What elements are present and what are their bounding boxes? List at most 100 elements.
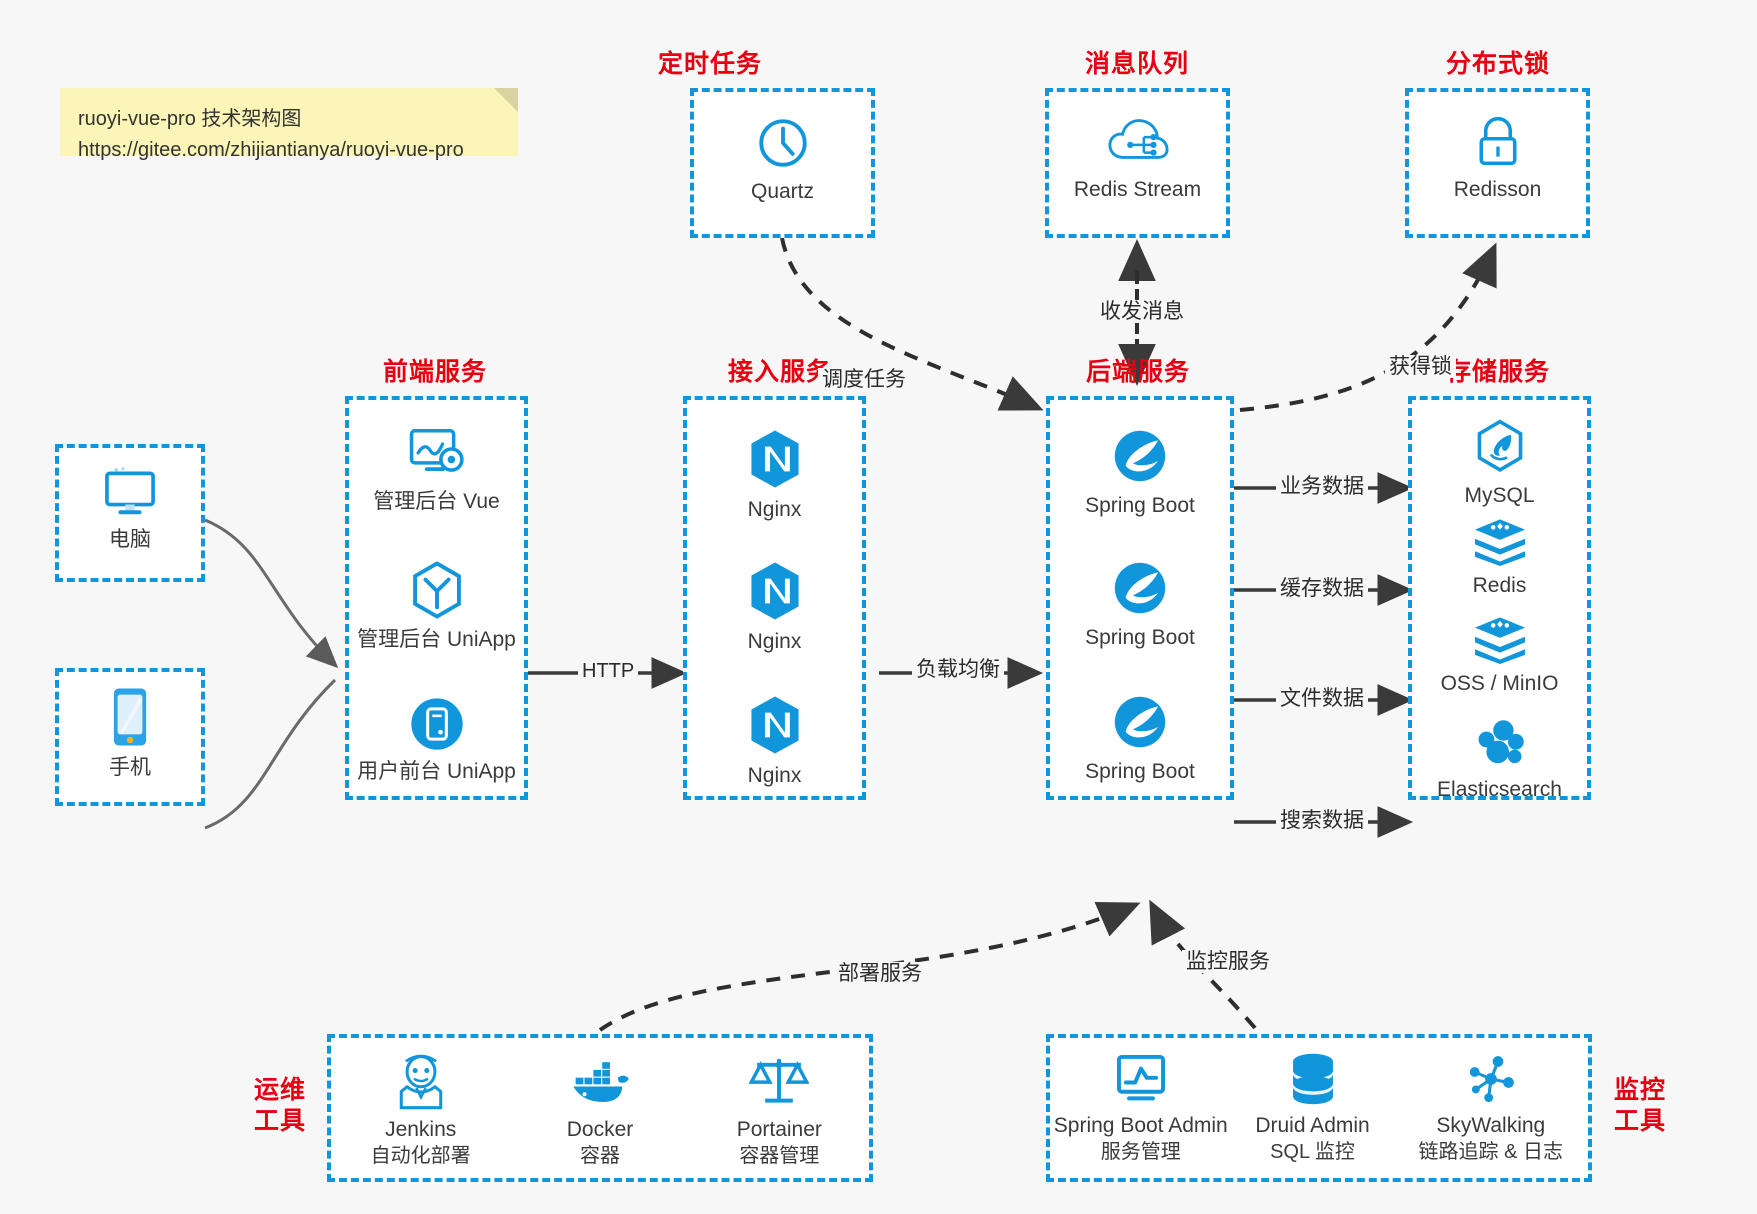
edge-label-acquire-lock: 获得锁 [1385, 355, 1456, 379]
node-name: SkyWalking [1436, 1114, 1546, 1137]
node-desc: 自动化部署 [370, 1145, 471, 1168]
group-title-scheduler: 定时任务 [657, 50, 762, 78]
docker-icon [573, 1062, 629, 1103]
spring-boot-icon [1114, 430, 1166, 482]
edge-label-monitor-service: 监控服务 [1182, 950, 1274, 974]
smartphone-icon [113, 688, 147, 746]
node-label: Nginx [747, 498, 802, 521]
node-name: Docker [566, 1118, 634, 1141]
note-line-title: ruoyi-vue-pro 技术架构图 [78, 108, 302, 130]
node-redis[interactable]: Redis [1412, 516, 1587, 599]
clock-icon [758, 119, 807, 167]
edge-label-send-receive-message: 收发消息 [1096, 300, 1188, 324]
dashboard-gear-icon [409, 428, 464, 472]
group-title-frontend: 前端服务 [382, 358, 487, 386]
node-quartz[interactable]: Quartz [694, 114, 871, 205]
node-name: Jenkins [385, 1118, 457, 1141]
node-druid-admin[interactable]: Druid Admin SQL 监控 [1232, 1052, 1394, 1165]
spring-boot-icon [1114, 562, 1166, 614]
edge-label-cache-data: 缓存数据 [1276, 577, 1368, 601]
node-spring-boot-3[interactable]: Spring Boot [1050, 692, 1230, 785]
node-label: Redis Stream [1073, 178, 1202, 201]
edge-label-business-data: 业务数据 [1276, 475, 1368, 499]
node-phone[interactable]: 手机 [59, 686, 201, 781]
node-desc: 容器管理 [739, 1145, 820, 1168]
node-admin-uniapp[interactable]: 管理后台 UniApp [349, 560, 524, 653]
skywalking-icon [1469, 1056, 1514, 1103]
monitor-title-line1: 监控 [1613, 1076, 1666, 1104]
group-box-backend: Spring Boot Spring Boot Spring Boot [1046, 396, 1234, 800]
node-label: 管理后台 Vue [373, 490, 500, 513]
edge-label-load-balance: 负载均衡 [912, 658, 1004, 682]
edge-label-http: HTTP [578, 660, 639, 682]
group-box-frontend: 管理后台 Vue 管理后台 UniApp 用户前台 UniApp [345, 396, 528, 800]
node-jenkins[interactable]: Jenkins 自动化部署 [331, 1052, 510, 1169]
node-label: Nginx [747, 630, 802, 653]
group-title-mq: 消息队列 [1084, 50, 1189, 78]
node-elasticsearch[interactable]: Elasticsearch [1412, 718, 1587, 803]
node-admin-vue[interactable]: 管理后台 Vue [349, 426, 524, 515]
monitor-title-line2: 工具 [1613, 1107, 1666, 1136]
node-desc: 链路追踪 & 日志 [1418, 1141, 1563, 1164]
cloud-network-icon [1107, 119, 1169, 159]
mysql-icon [1477, 419, 1522, 473]
node-label: Redisson [1453, 178, 1542, 201]
node-label: Quartz [750, 180, 815, 203]
node-portainer[interactable]: Portainer 容器管理 [690, 1052, 869, 1169]
devops-title-line2: 工具 [253, 1107, 306, 1136]
monitor-chart-icon [1116, 1054, 1165, 1101]
note-line-url: https://gitee.com/zhijiantianya/ruoyi-vu… [78, 139, 464, 161]
node-mysql[interactable]: MySQL [1412, 418, 1587, 509]
scales-icon [749, 1059, 810, 1103]
node-label: OSS / MinIO [1440, 672, 1559, 695]
group-box-scheduler: Quartz [690, 88, 875, 238]
info-note: ruoyi-vue-pro 技术架构图 https://gitee.com/zh… [60, 88, 518, 161]
node-skywalking[interactable]: SkyWalking 链路追踪 & 日志 [1394, 1052, 1588, 1165]
edge-label-search-data: 搜索数据 [1276, 809, 1368, 833]
node-desc: 容器 [579, 1145, 620, 1168]
node-desc: SQL 监控 [1270, 1141, 1355, 1164]
node-label: Elasticsearch [1437, 778, 1562, 801]
database-icon [1292, 1053, 1333, 1105]
group-box-monitor: Spring Boot Admin 服务管理 Druid Admin SQL 监… [1046, 1034, 1592, 1182]
group-box-client-phone: 手机 [55, 668, 205, 806]
node-name: Portainer [736, 1118, 822, 1141]
node-label: Spring Boot [1085, 626, 1195, 649]
nginx-icon [750, 562, 799, 620]
node-nginx-1[interactable]: Nginx [687, 428, 862, 523]
node-nginx-3[interactable]: Nginx [687, 694, 862, 789]
group-box-gateway: Nginx Nginx Nginx [683, 396, 866, 800]
node-redis-stream[interactable]: Redis Stream [1049, 112, 1226, 203]
node-label: Nginx [747, 764, 802, 787]
node-docker[interactable]: Docker 容器 [510, 1052, 689, 1169]
node-nginx-2[interactable]: Nginx [687, 560, 862, 655]
group-box-lock: Redisson [1405, 88, 1590, 238]
group-title-gateway: 接入服务 [727, 358, 832, 386]
node-user-uniapp[interactable]: 用户前台 UniApp [349, 696, 524, 785]
edge-label-schedule-task: 调度任务 [818, 368, 910, 392]
node-desc: 服务管理 [1100, 1141, 1181, 1164]
nginx-icon [750, 430, 799, 488]
mobile-app-icon [410, 698, 463, 750]
node-label: Spring Boot [1085, 760, 1195, 783]
group-title-storage: 存储服务 [1445, 358, 1550, 386]
devops-title-line1: 运维 [253, 1076, 306, 1104]
node-name: Spring Boot Admin [1053, 1114, 1228, 1137]
node-redisson[interactable]: Redisson [1409, 112, 1586, 203]
node-oss-minio[interactable]: OSS / MinIO [1412, 614, 1587, 697]
node-spring-boot-admin[interactable]: Spring Boot Admin 服务管理 [1050, 1052, 1232, 1165]
group-title-devops: 运维 工具 [250, 1075, 310, 1138]
spring-boot-icon [1114, 696, 1166, 748]
node-spring-boot-2[interactable]: Spring Boot [1050, 558, 1230, 651]
group-box-storage: MySQL Redis OSS / MinIO [1408, 396, 1591, 803]
edge-label-deploy-service: 部署服务 [834, 962, 926, 986]
group-title-backend: 后端服务 [1085, 358, 1190, 386]
node-computer[interactable]: 电脑 [59, 466, 201, 553]
group-title-lock: 分布式锁 [1445, 50, 1550, 78]
node-name: Druid Admin [1255, 1114, 1370, 1137]
jenkins-icon [399, 1054, 442, 1110]
edge-label-file-data: 文件数据 [1276, 687, 1368, 711]
node-label: Redis [1472, 574, 1527, 597]
node-spring-boot-1[interactable]: Spring Boot [1050, 426, 1230, 519]
